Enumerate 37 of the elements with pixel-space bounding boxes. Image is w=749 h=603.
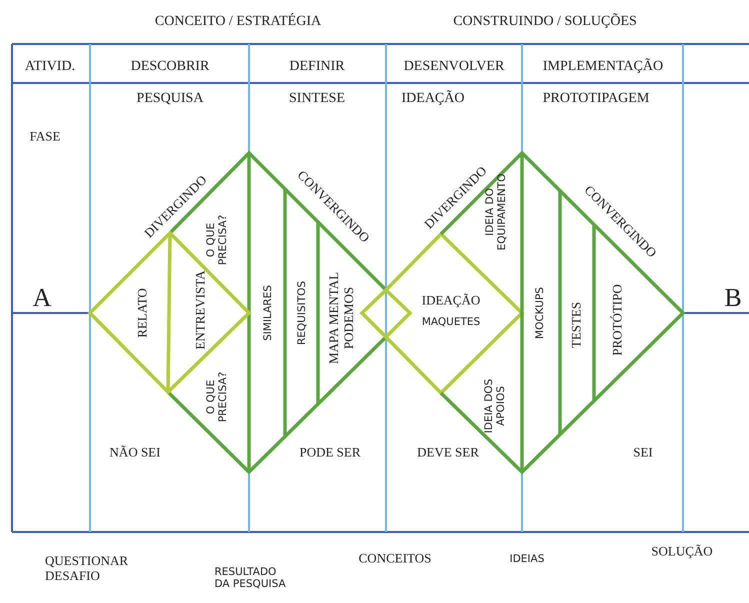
outcome-label: RESULTADO DA PESQUISA — [214, 566, 287, 590]
column-heading: DESENVOLVER — [404, 58, 504, 76]
start-marker: A — [32, 283, 52, 313]
activity-label: MAQUETES — [422, 316, 480, 328]
column-heading: DEFINIR — [289, 58, 345, 76]
row-heading: ATIVID. — [24, 58, 76, 76]
column-heading: IMPLEMENTAÇÃO — [542, 58, 664, 76]
activity-label: IDEIA DOS APOIOS — [482, 378, 508, 436]
state-label: PODE SER — [299, 446, 361, 460]
activity-label: IDEIA DO EQUIPAMENTO — [484, 174, 508, 251]
state-label: NÃO SEI — [110, 446, 160, 460]
state-label: SEI — [633, 446, 653, 460]
activity-label: ENTREVISTA — [194, 270, 208, 350]
activity-label: PROTÓTIPO — [610, 284, 626, 356]
phase-name: PROTOTIPAGEM — [542, 90, 650, 108]
activity-label: SIMILARES — [262, 285, 274, 341]
activity-label: TESTES — [570, 302, 584, 348]
outcome-label: SOLUÇÃO — [651, 544, 713, 560]
activity-label: MOCKUPS — [534, 287, 546, 339]
activity-label: O QUE PRECISA? — [204, 214, 230, 268]
outcome-label: QUESTIONAR DESAFIO — [45, 554, 130, 584]
outcome-label: IDEIAS — [510, 552, 544, 566]
section-heading: CONSTRUINDO / SOLUÇÕES — [453, 14, 637, 30]
state-label: DEVE SER — [417, 446, 479, 460]
activity-label: RELATO — [136, 288, 150, 338]
section-heading: CONCEITO / ESTRATÉGIA — [154, 14, 322, 30]
activity-label: IDEAÇÃO — [422, 294, 480, 308]
end-marker: B — [724, 283, 742, 313]
phase-name: IDEAÇÃO — [402, 90, 464, 108]
phase-name: SINTESE — [289, 90, 345, 108]
activity-label: REQUISITOS — [296, 280, 308, 346]
phase-name: PESQUISA — [136, 90, 204, 108]
activity-label: MAPA MENTAL PODEMOS — [327, 270, 357, 366]
activity-label: O QUE PRECISA? — [204, 370, 230, 424]
row-heading: FASE — [30, 130, 60, 144]
outcome-label: CONCEITOS — [358, 552, 432, 566]
column-heading: DESCOBRIR — [130, 58, 210, 76]
